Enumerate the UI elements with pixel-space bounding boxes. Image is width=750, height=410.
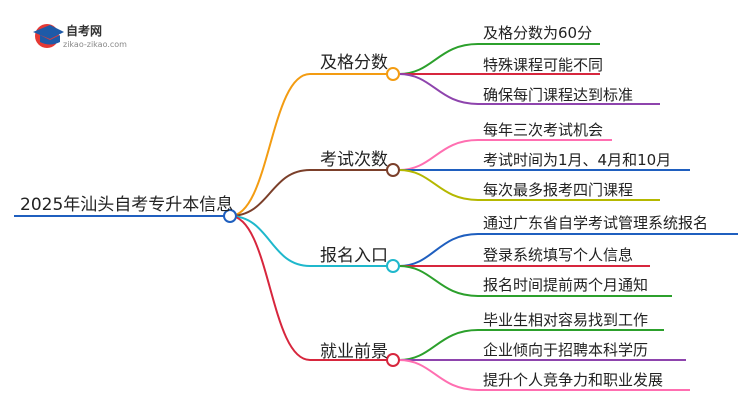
branch-connector xyxy=(229,169,387,217)
branch-node-dot xyxy=(386,259,400,273)
graduation-cap-icon xyxy=(33,24,64,48)
leaf-label: 毕业生相对容易找到工作 xyxy=(483,311,649,329)
leaf-connector xyxy=(398,265,672,297)
leaf-connector xyxy=(398,43,600,75)
leaf-label: 通过广东省自学考试管理系统报名 xyxy=(483,214,709,232)
branch-label-registration: 报名入口 xyxy=(320,246,388,266)
leaf-connector xyxy=(398,329,664,361)
branch-connector xyxy=(229,73,387,217)
root-node-dot xyxy=(223,209,237,223)
leaf-label: 每次最多报考四门课程 xyxy=(483,181,634,199)
branch-label-exam-count: 考试次数 xyxy=(320,150,388,170)
leaf-label: 提升个人竞争力和职业发展 xyxy=(483,371,664,389)
branch-node-dot xyxy=(386,163,400,177)
leaf-connector xyxy=(398,73,660,105)
branch-label-pass-score: 及格分数 xyxy=(320,53,388,73)
leaf-connector xyxy=(398,169,660,201)
leaf-connector xyxy=(398,359,690,391)
leaf-label: 报名时间提前两个月通知 xyxy=(483,276,649,294)
branch-node-dot xyxy=(386,353,400,367)
branch-node-dot xyxy=(386,67,400,81)
leaf-label: 每年三次考试机会 xyxy=(483,121,604,139)
branch-connector xyxy=(229,215,387,361)
branch-connector xyxy=(229,215,387,267)
leaf-label: 及格分数为60分 xyxy=(483,24,593,42)
leaf-label: 考试时间为1月、4月和10月 xyxy=(483,151,672,169)
logo-domain: zikao-zikao.com xyxy=(63,40,127,49)
leaf-label: 登录系统填写个人信息 xyxy=(483,246,634,264)
branch-label-employment: 就业前景 xyxy=(320,342,388,362)
root-node-label: 2025年汕头自考专升本信息 xyxy=(20,195,234,215)
leaf-connector xyxy=(398,139,612,171)
leaf-label: 确保每门课程达到标准 xyxy=(483,86,634,104)
leaf-connector xyxy=(398,233,738,267)
leaf-label: 企业倾向于招聘本科学历 xyxy=(483,341,649,359)
leaf-label: 特殊课程可能不同 xyxy=(483,56,604,74)
logo-name: 自考网 xyxy=(66,24,103,38)
